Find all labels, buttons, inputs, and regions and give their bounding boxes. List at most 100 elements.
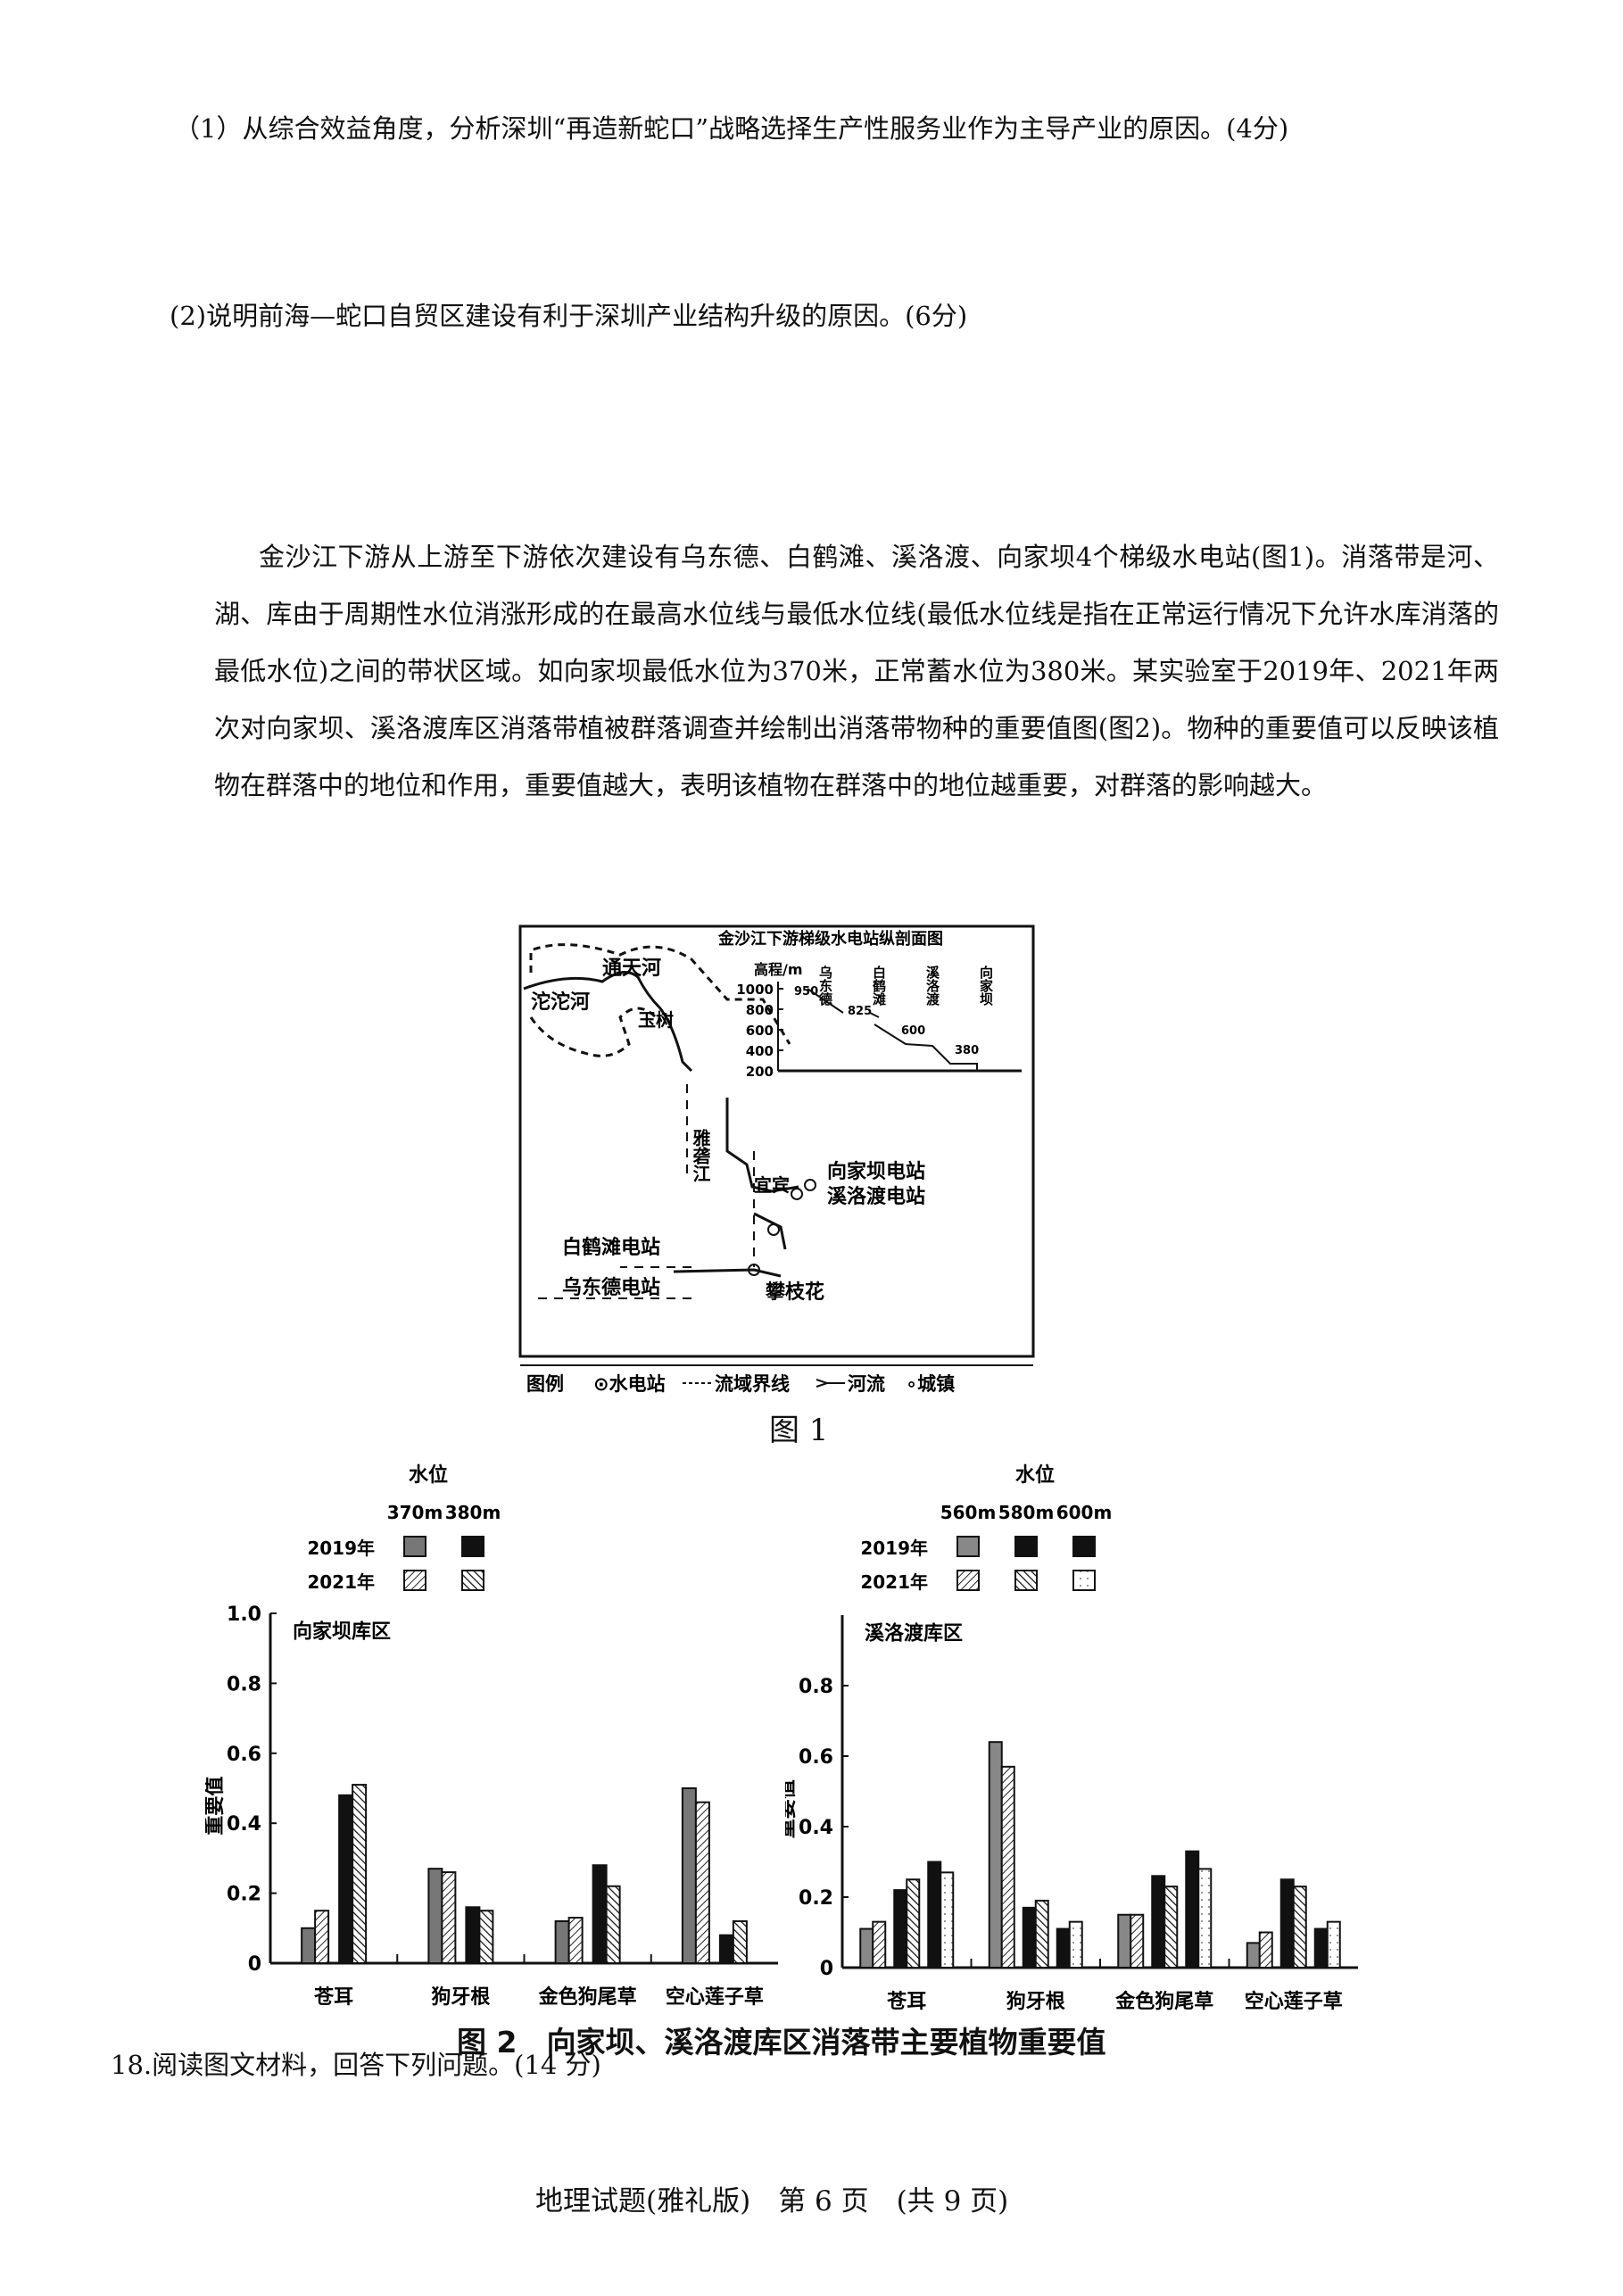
bar <box>988 1741 1003 1969</box>
chart-title: 溪洛渡库区 <box>865 1622 963 1645</box>
legend-station: ⊙水电站 <box>593 1373 666 1395</box>
legend-swatch <box>956 1570 980 1591</box>
legend-year-label: 2019年 <box>307 1538 375 1559</box>
bar <box>893 1889 908 1969</box>
bar <box>427 1868 443 1964</box>
bar <box>338 1794 354 1964</box>
inset-tick-label: 200 <box>746 1064 774 1080</box>
figure1-map: 通天河 沱沱河 玉树 雅砻江 宜宾 向家坝电站 溪洛渡电站 白鹤滩电站 乌东德电… <box>518 924 1035 1395</box>
map-label-yalong: 雅砻江 <box>690 1129 711 1183</box>
station-icon <box>767 1223 780 1236</box>
basin-boundary <box>529 943 791 1057</box>
map-label-panzhihua: 攀枝花 <box>765 1281 824 1304</box>
bar <box>1313 1927 1329 1969</box>
bar <box>301 1927 317 1964</box>
bar <box>314 1910 330 1965</box>
inset-profile-line <box>807 988 978 1071</box>
y-tick-label: 0.6 <box>799 1746 833 1769</box>
y-tick-label: 1.0 <box>227 1604 261 1626</box>
map-label-xiangjiaba: 向家坝电站 <box>827 1160 925 1183</box>
inset-station-elevation: 600 <box>901 1024 925 1038</box>
inset-tick-label: 800 <box>746 1002 774 1018</box>
bar <box>694 1801 710 1964</box>
map-label-tongtian: 通天河 <box>602 957 661 980</box>
x-tick-label: 狗牙根 <box>431 1986 490 2009</box>
x-tick-label: 金色狗尾草 <box>1114 1990 1213 2013</box>
jinsha-river <box>523 971 799 1278</box>
y-tick-label: 0.6 <box>227 1744 261 1766</box>
material-paragraph: 金沙江下游从上游至下游依次建设有乌东德、白鹤滩、溪洛渡、向家坝4个梯级水电站(图… <box>214 542 1499 800</box>
question-2: (2)说明前海—蛇口自贸区建设有利于深圳产业结构升级的原因。(6分) <box>170 301 968 331</box>
page-footer: 地理试题(雅礼版) 第 6 页 (共 9 页) <box>535 2185 1009 2217</box>
bar <box>940 1871 955 1969</box>
map-label-tuotuo: 沱沱河 <box>531 991 590 1014</box>
bar <box>1068 1920 1083 1969</box>
inset-station-name: 白鹤滩 <box>871 965 887 1007</box>
inset-tick-label: 1000 <box>736 982 774 998</box>
legend-level-label: 370m <box>387 1502 443 1523</box>
legend-swatch <box>403 1536 426 1557</box>
legend-year-label: 2019年 <box>860 1538 928 1559</box>
legend-swatch <box>403 1570 426 1591</box>
bar <box>1163 1886 1179 1969</box>
y-tick-label: 0.8 <box>227 1673 261 1695</box>
bar <box>441 1871 457 1964</box>
bar <box>859 1927 874 1969</box>
bar <box>1056 1927 1071 1969</box>
inset-station-name: 向家坝 <box>978 965 994 1007</box>
y-tick-label: 0.2 <box>227 1884 261 1906</box>
bar <box>1151 1875 1166 1969</box>
y-tick-label: 0.8 <box>799 1676 833 1698</box>
bar <box>554 1919 570 1965</box>
bar <box>718 1934 734 1965</box>
x-tick-label: 狗牙根 <box>1006 1991 1065 2013</box>
inset-station-elevation: 825 <box>848 1005 872 1018</box>
map-label-yushu: 玉树 <box>638 1009 674 1031</box>
inset-tick-label: 600 <box>746 1023 774 1039</box>
legend-level-label: 380m <box>445 1502 501 1523</box>
legend-level-label: 600m <box>1056 1502 1113 1523</box>
question-18: 18.阅读图文材料，回答下列问题。(14 分) <box>111 2050 601 2080</box>
legend-boundary: 流域界线 <box>715 1373 790 1395</box>
map-label-yibin: 宜宾 <box>754 1174 790 1196</box>
bar <box>1326 1920 1341 1969</box>
bar <box>605 1885 621 1965</box>
x-tick-label: 苍耳 <box>886 1991 926 2013</box>
x-tick-label: 苍耳 <box>313 1986 353 2009</box>
map-label-wudongde: 乌东德电站 <box>562 1276 660 1299</box>
bar <box>1130 1913 1145 1969</box>
bar <box>1117 1913 1132 1969</box>
bar <box>732 1919 748 1965</box>
legend-title: 水位 <box>1015 1463 1055 1487</box>
legend-swatch <box>461 1570 484 1591</box>
station-icon <box>748 1264 760 1276</box>
legend-swatch <box>1014 1570 1038 1591</box>
bar <box>1246 1942 1261 1969</box>
legend-year-label: 2021年 <box>860 1571 928 1593</box>
bar <box>478 1910 494 1965</box>
map-label-xiluodu: 溪洛渡电站 <box>827 1185 925 1208</box>
legend-title: 水位 <box>409 1463 448 1487</box>
bar <box>1022 1906 1037 1969</box>
legend-swatch <box>956 1536 980 1557</box>
inset-ylabel: 高程/m <box>754 961 803 978</box>
y-tick-label: 0.4 <box>227 1813 261 1836</box>
bar <box>906 1878 921 1969</box>
bar <box>1292 1886 1307 1969</box>
question-1: （1）从综合效益角度，分析深圳“再造新蛇口”战略选择生产性服务业作为主导产业的原… <box>174 113 1289 144</box>
y-axis-label: 重要值 <box>205 1777 227 1836</box>
station-icon <box>804 1179 816 1191</box>
legend-swatch <box>1072 1536 1096 1557</box>
legend-level-label: 560m <box>940 1502 997 1523</box>
legend-river: 河流 <box>848 1373 885 1395</box>
inset-tick-label: 400 <box>746 1043 774 1059</box>
station-icon <box>791 1188 803 1200</box>
inset-station-name: 乌东德 <box>817 965 833 1007</box>
x-tick-label: 空心莲子草 <box>1245 1990 1343 2013</box>
inset-station-elevation: 950 <box>794 985 818 999</box>
basin-boundary-south <box>531 1084 755 1299</box>
bar <box>567 1917 584 1964</box>
bar <box>1258 1931 1273 1969</box>
inset-station-name: 溪洛渡 <box>924 965 940 1007</box>
